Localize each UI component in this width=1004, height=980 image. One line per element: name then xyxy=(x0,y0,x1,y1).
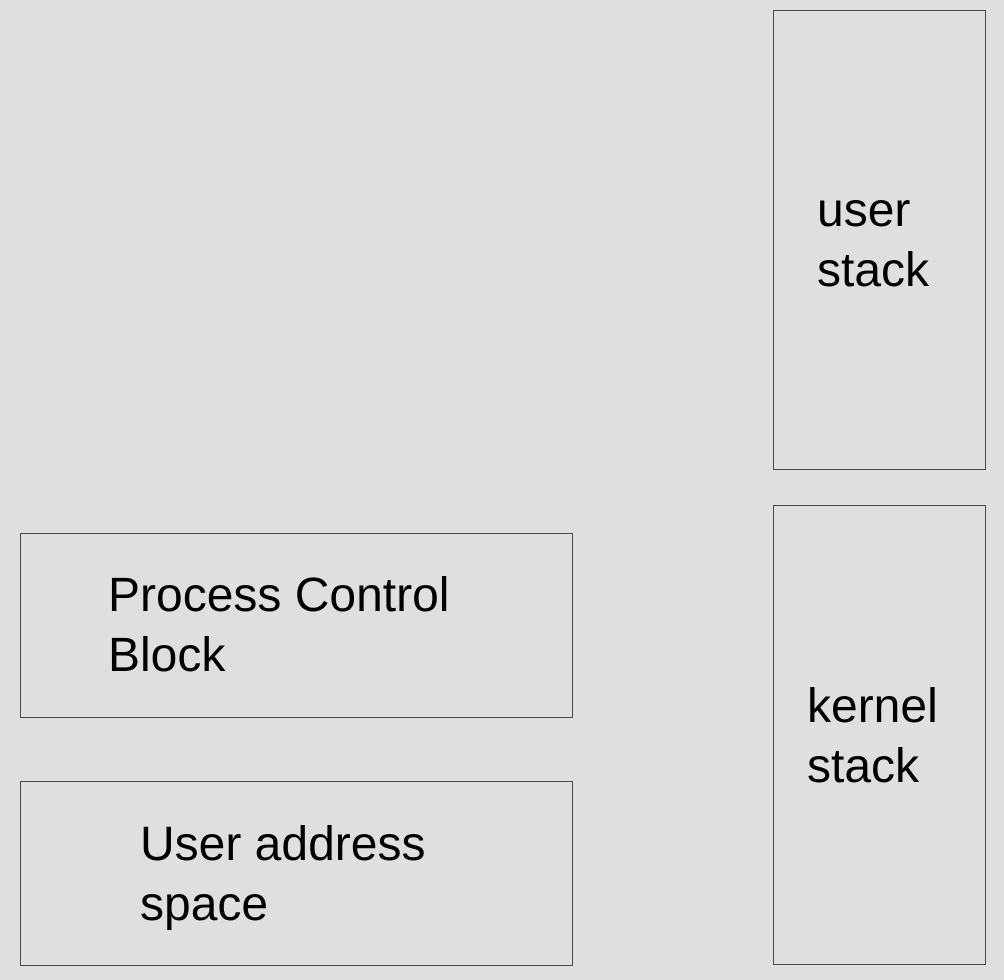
kernel-stack-label-line-1: kernel xyxy=(807,680,938,733)
user-stack-label: user stack xyxy=(817,181,929,301)
user-address-space-label-line-1: User address xyxy=(140,818,426,871)
process-control-block-label: Process Control Block xyxy=(108,566,449,686)
user-address-space-label-line-2: space xyxy=(140,878,269,931)
process-control-block-box: Process Control Block xyxy=(20,533,573,718)
user-stack-label-line-2: stack xyxy=(817,244,930,297)
user-stack-label-line-1: user xyxy=(817,184,911,237)
user-stack-box: user stack xyxy=(773,10,986,470)
process-control-block-label-line-1: Process Control xyxy=(108,569,450,622)
user-address-space-box: User address space xyxy=(20,781,573,966)
kernel-stack-label: kernel stack xyxy=(807,677,938,797)
kernel-stack-label-line-2: stack xyxy=(807,740,920,793)
kernel-stack-box: kernel stack xyxy=(773,505,986,965)
process-control-block-label-line-2: Block xyxy=(108,629,226,682)
user-address-space-label: User address space xyxy=(140,815,425,935)
